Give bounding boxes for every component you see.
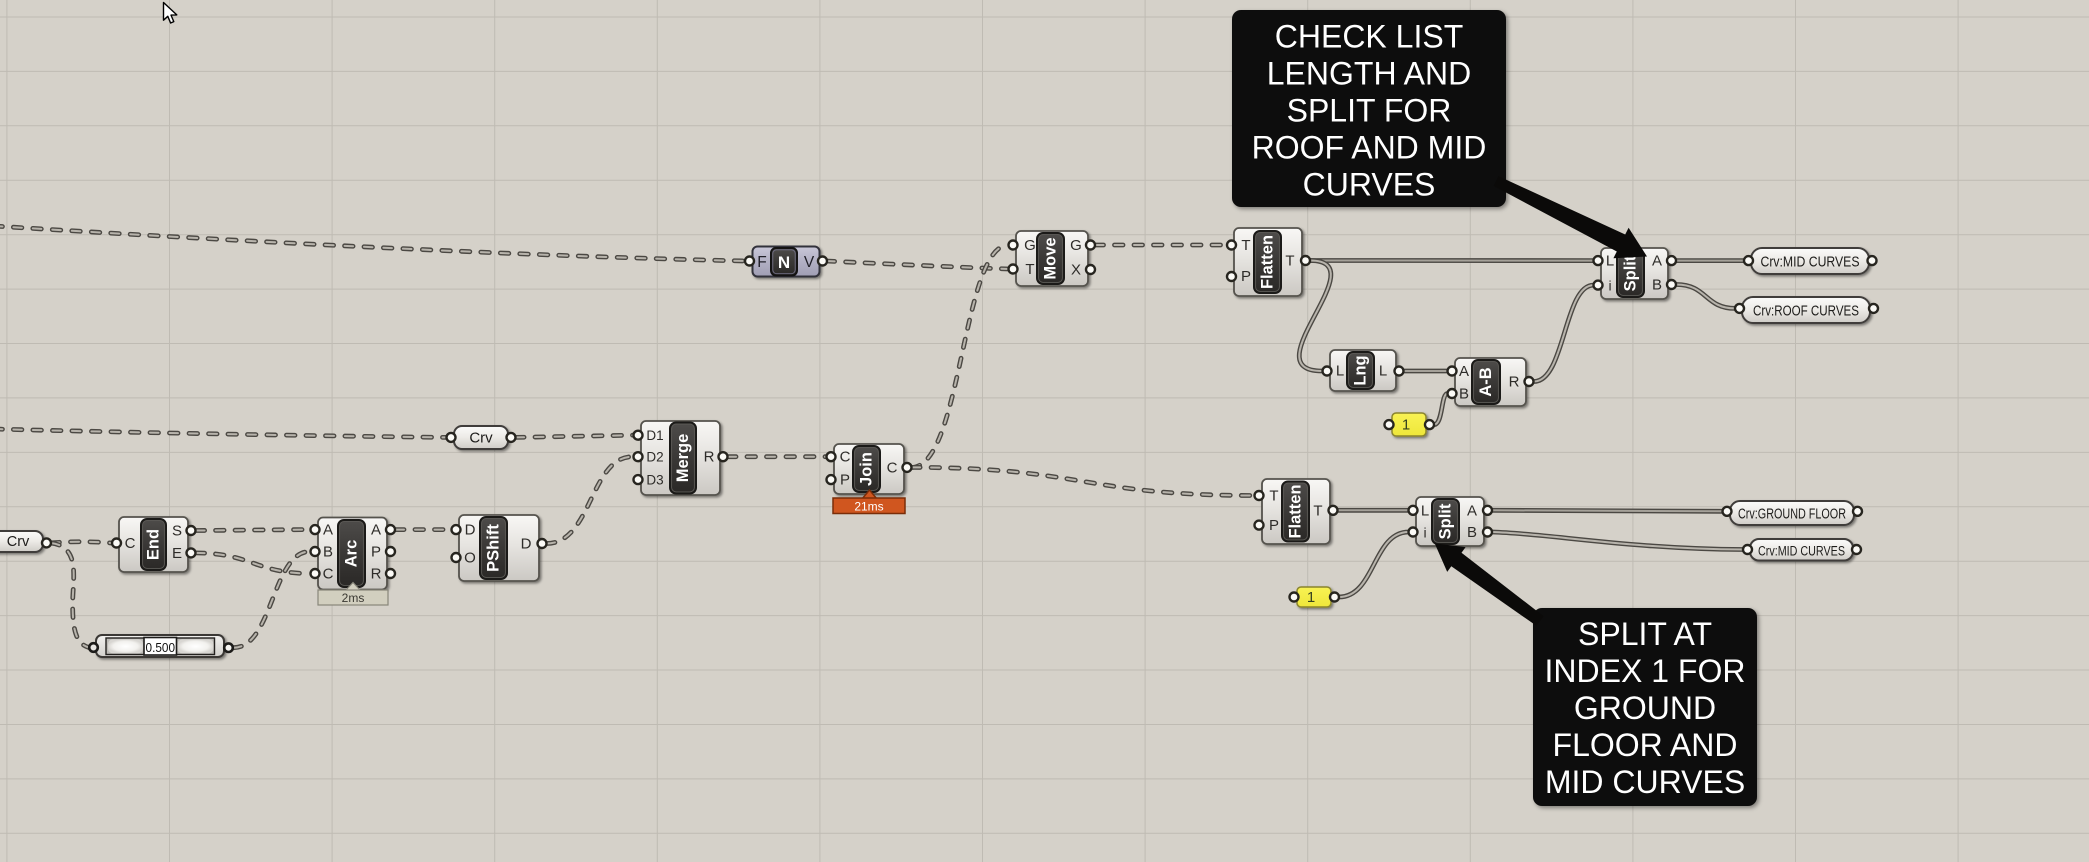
svg-text:GROUND: GROUND bbox=[1574, 690, 1716, 726]
svg-text:P: P bbox=[371, 544, 381, 561]
svg-text:ROOF AND MID: ROOF AND MID bbox=[1252, 129, 1487, 165]
svg-text:Flatten: Flatten bbox=[1259, 235, 1277, 289]
svg-text:End: End bbox=[145, 529, 163, 560]
svg-text:T: T bbox=[1269, 488, 1278, 505]
svg-text:E: E bbox=[172, 545, 182, 562]
svg-text:1: 1 bbox=[1307, 589, 1315, 606]
svg-text:i: i bbox=[1423, 525, 1426, 541]
svg-text:CHECK LIST: CHECK LIST bbox=[1275, 18, 1463, 54]
svg-text:Arc: Arc bbox=[343, 540, 361, 568]
svg-text:SPLIT AT: SPLIT AT bbox=[1578, 616, 1712, 652]
svg-text:P: P bbox=[1241, 268, 1251, 285]
svg-text:A: A bbox=[371, 522, 381, 539]
svg-text:T: T bbox=[1241, 237, 1250, 254]
svg-text:Lng: Lng bbox=[1352, 355, 1370, 385]
svg-text:A: A bbox=[1459, 363, 1469, 380]
svg-text:S: S bbox=[172, 523, 182, 540]
svg-text:V: V bbox=[804, 254, 815, 271]
svg-text:F: F bbox=[757, 254, 766, 271]
svg-text:Split: Split bbox=[1437, 503, 1455, 539]
svg-text:Join: Join bbox=[858, 452, 876, 486]
svg-text:B: B bbox=[1467, 524, 1477, 541]
svg-text:D1: D1 bbox=[646, 428, 663, 443]
svg-text:INDEX 1 FOR: INDEX 1 FOR bbox=[1545, 653, 1746, 689]
svg-text:A: A bbox=[323, 522, 333, 539]
svg-text:SPLIT FOR: SPLIT FOR bbox=[1287, 92, 1452, 128]
svg-text:L: L bbox=[1379, 363, 1387, 380]
svg-text:C: C bbox=[840, 449, 851, 466]
svg-text:Split: Split bbox=[1622, 255, 1640, 291]
svg-text:Crv: Crv bbox=[469, 430, 493, 447]
svg-text:Merge: Merge bbox=[674, 434, 692, 483]
svg-text:MID CURVES: MID CURVES bbox=[1545, 764, 1745, 800]
svg-text:A: A bbox=[1467, 503, 1477, 520]
svg-text:N: N bbox=[778, 253, 790, 272]
svg-text:T: T bbox=[1313, 503, 1322, 520]
svg-text:C: C bbox=[323, 566, 334, 583]
svg-text:L: L bbox=[1421, 503, 1429, 520]
svg-text:Crv:MID CURVES: Crv:MID CURVES bbox=[1758, 543, 1845, 558]
svg-text:R: R bbox=[1509, 374, 1520, 391]
svg-text:PShift: PShift bbox=[485, 524, 503, 572]
svg-text:Crv: Crv bbox=[7, 534, 30, 550]
svg-text:D3: D3 bbox=[646, 473, 663, 488]
svg-text:Flatten: Flatten bbox=[1287, 484, 1305, 538]
svg-text:X: X bbox=[1071, 261, 1081, 278]
svg-text:FLOOR AND: FLOOR AND bbox=[1553, 727, 1738, 763]
svg-text:B: B bbox=[1652, 277, 1662, 294]
svg-text:B: B bbox=[323, 544, 333, 561]
svg-text:LENGTH AND: LENGTH AND bbox=[1267, 55, 1471, 91]
svg-text:1: 1 bbox=[1402, 417, 1410, 434]
svg-text:L: L bbox=[1336, 363, 1344, 380]
svg-text:R: R bbox=[371, 566, 382, 583]
svg-text:D2: D2 bbox=[646, 450, 663, 465]
svg-text:Crv:ROOF CURVES: Crv:ROOF CURVES bbox=[1753, 303, 1859, 320]
svg-text:2ms: 2ms bbox=[342, 591, 365, 605]
svg-text:21ms: 21ms bbox=[854, 500, 883, 514]
svg-text:C: C bbox=[125, 535, 136, 552]
svg-text:L: L bbox=[1606, 253, 1614, 270]
svg-text:C: C bbox=[887, 460, 898, 477]
svg-text:B: B bbox=[1459, 386, 1469, 403]
svg-text:D: D bbox=[521, 536, 532, 553]
svg-text:R: R bbox=[704, 449, 715, 466]
svg-text:T: T bbox=[1025, 261, 1034, 278]
svg-text:0.500: 0.500 bbox=[146, 640, 176, 655]
svg-text:Crv:GROUND FLOOR: Crv:GROUND FLOOR bbox=[1738, 506, 1846, 523]
svg-text:Crv:MID CURVES: Crv:MID CURVES bbox=[1761, 254, 1860, 271]
svg-text:T: T bbox=[1285, 253, 1294, 270]
svg-text:i: i bbox=[1608, 278, 1611, 294]
svg-text:P: P bbox=[1269, 517, 1279, 534]
svg-text:A: A bbox=[1652, 253, 1662, 270]
svg-text:O: O bbox=[464, 550, 476, 567]
svg-text:P: P bbox=[840, 472, 850, 489]
svg-text:G: G bbox=[1024, 237, 1036, 254]
svg-text:G: G bbox=[1070, 237, 1082, 254]
svg-text:CURVES: CURVES bbox=[1303, 166, 1436, 202]
svg-text:Move: Move bbox=[1042, 237, 1060, 279]
svg-text:A-B: A-B bbox=[1477, 367, 1495, 396]
svg-text:D: D bbox=[465, 522, 476, 539]
